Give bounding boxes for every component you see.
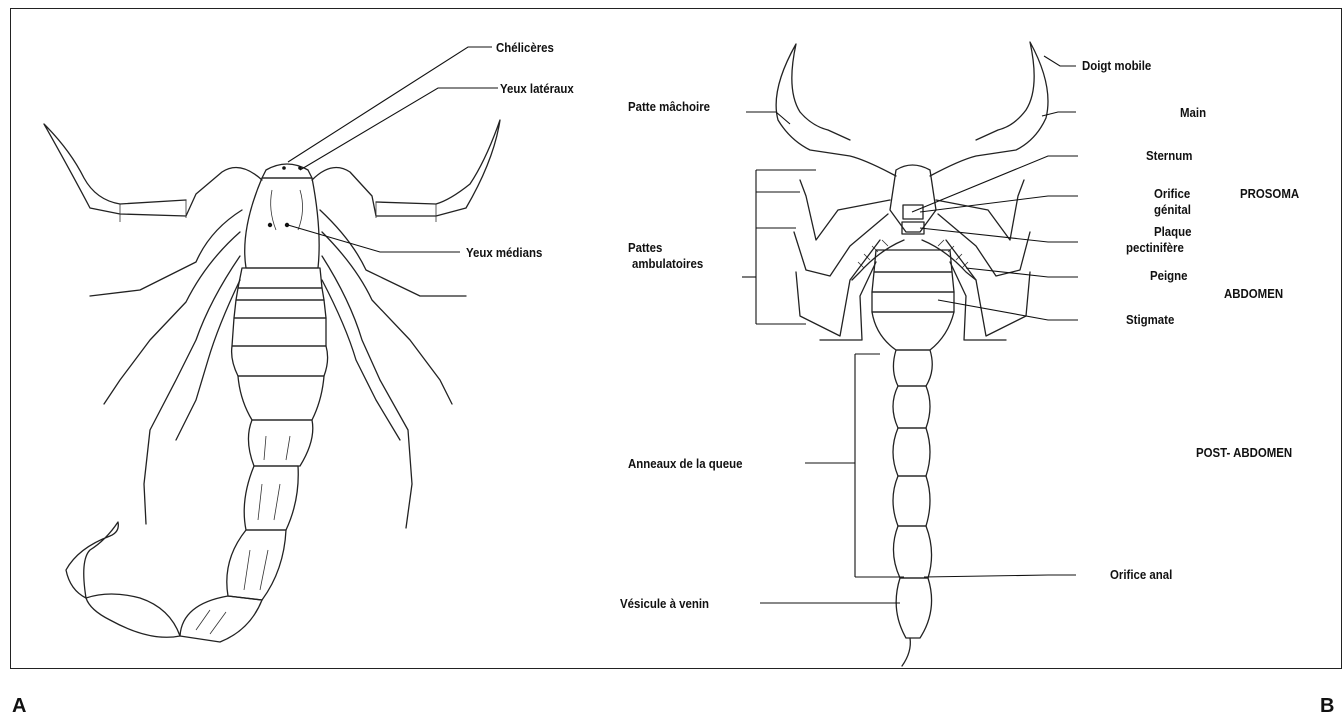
label-tail-rings: Anneaux de la queue bbox=[628, 456, 742, 471]
label-lateral-eyes: Yeux latéraux bbox=[500, 81, 574, 96]
label-stigma: Stigmate bbox=[1126, 312, 1174, 327]
scorpion-dorsal-drawing bbox=[44, 120, 500, 642]
label-sternum: Sternum bbox=[1146, 148, 1192, 163]
scorpion-ventral-drawing bbox=[776, 42, 1048, 666]
label-walking-legs-line2: ambulatoires bbox=[632, 256, 703, 271]
label-comb: Peigne bbox=[1150, 268, 1188, 283]
label-genital-line1: Orifice bbox=[1154, 186, 1190, 201]
label-pectine-plate-line1: Plaque bbox=[1154, 224, 1192, 239]
label-venom-vesicle: Vésicule à venin bbox=[620, 596, 709, 611]
label-chelicerae: Chélicères bbox=[496, 40, 554, 55]
region-abdomen: ABDOMEN bbox=[1224, 286, 1283, 301]
figure-label-b: B bbox=[1320, 695, 1334, 718]
label-median-eyes: Yeux médians bbox=[466, 245, 542, 260]
label-walking-legs-line1: Pattes bbox=[628, 240, 662, 255]
figure-label-a: A bbox=[12, 695, 26, 718]
label-anal-orifice: Orifice anal bbox=[1110, 567, 1172, 582]
label-pedipalp: Patte mâchoire bbox=[628, 99, 710, 114]
label-genital-line2: génital bbox=[1154, 202, 1191, 217]
region-prosoma: PROSOMA bbox=[1240, 186, 1299, 201]
label-movable-finger: Doigt mobile bbox=[1082, 58, 1151, 73]
label-pectine-plate-line2: pectinifère bbox=[1126, 240, 1184, 255]
label-hand: Main bbox=[1180, 105, 1206, 120]
region-post-abdomen: POST- ABDOMEN bbox=[1196, 445, 1292, 460]
